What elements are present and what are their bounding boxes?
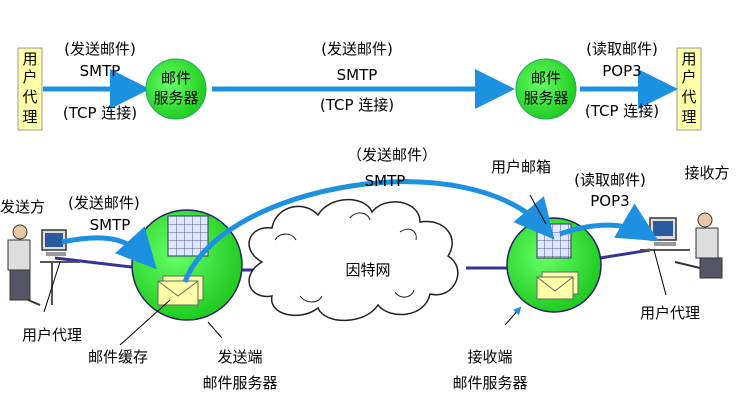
user-agent-left-label: 用户代理	[22, 326, 82, 344]
arc-label-1: （发送邮件）	[347, 146, 437, 164]
receiver-mail-server	[506, 217, 602, 313]
envelope-icon	[157, 275, 204, 306]
send-server-label-1: 发送端	[217, 348, 262, 366]
pointer-line	[119, 299, 171, 346]
pointer-line	[529, 194, 547, 225]
agent-char: 代	[681, 88, 696, 106]
top-server-left: 邮件 服务器	[145, 58, 207, 120]
envelope-icon	[536, 271, 579, 300]
top-left-user-agent: 用 户 代 理	[17, 47, 43, 131]
seg-label: POP3	[602, 62, 641, 80]
seg-label: (TCP 连接)	[320, 96, 394, 114]
arc-label-2: SMTP	[365, 172, 406, 190]
seg-label: SMTP	[80, 62, 121, 80]
seg-label: (发送邮件)	[64, 40, 136, 58]
mail-cache-label: 邮件缓存	[88, 348, 148, 366]
pointer-line	[43, 261, 61, 313]
internet-cloud: 因特网	[248, 198, 459, 322]
send-arrow-arc	[182, 179, 555, 283]
recv-server-label-2: 邮件服务器	[452, 374, 527, 392]
seg-label: (发送邮件)	[321, 40, 393, 58]
pointer-line	[653, 249, 667, 296]
grid-overlay	[168, 216, 208, 256]
pop3-label: POP3	[590, 192, 629, 210]
agent-char: 用	[22, 50, 37, 68]
seg-label: (读取邮件)	[586, 40, 658, 58]
top-seg3-labels: (读取邮件) POP3 (TCP 连接)	[585, 40, 659, 120]
send-arrow-left	[61, 226, 157, 270]
internet-label: 因特网	[345, 261, 390, 279]
user-agent-right-label: 用户代理	[640, 304, 700, 322]
read-mail-label: (读取邮件)	[574, 171, 646, 189]
top-server-right: 邮件 服务器	[515, 58, 577, 120]
receiver-person-icon	[674, 212, 723, 279]
sender-label: 发送方	[0, 198, 45, 216]
seg-label: (TCP 连接)	[585, 102, 659, 120]
receiver-label: 接收方	[684, 164, 729, 182]
top-seg2-labels: (发送邮件) SMTP (TCP 连接)	[320, 40, 394, 114]
server-label: 服务器	[153, 89, 198, 107]
seg-label: SMTP	[337, 66, 378, 84]
seg-label: (TCP 连接)	[63, 104, 137, 122]
agent-char: 理	[681, 108, 696, 126]
agent-char: 代	[22, 88, 37, 106]
send-mail-label: (发送邮件)	[68, 194, 140, 212]
sender-person-icon	[7, 224, 41, 306]
agent-char: 户	[22, 68, 37, 86]
sender-computer-icon	[40, 229, 80, 305]
agent-char: 户	[681, 68, 696, 86]
agent-char: 用	[681, 50, 696, 68]
read-arrow-right	[559, 203, 659, 242]
pointer-line	[504, 306, 522, 326]
smtp-left-label: SMTP	[90, 216, 131, 234]
top-seg1-labels: (发送邮件) SMTP (TCP 连接)	[63, 40, 137, 122]
link-line	[599, 248, 651, 260]
server-label: 邮件	[161, 69, 191, 87]
server-label: 服务器	[523, 89, 568, 107]
recv-server-label-1: 接收端	[467, 348, 512, 366]
sender-mail-server	[131, 209, 243, 321]
agent-char: 理	[22, 108, 37, 126]
server-label: 邮件	[531, 69, 561, 87]
top-right-user-agent: 用 户 代 理	[676, 47, 702, 131]
mailbox-label: 用户邮箱	[491, 158, 551, 176]
pointer-line	[207, 321, 223, 339]
send-server-label-2: 邮件服务器	[202, 374, 277, 392]
